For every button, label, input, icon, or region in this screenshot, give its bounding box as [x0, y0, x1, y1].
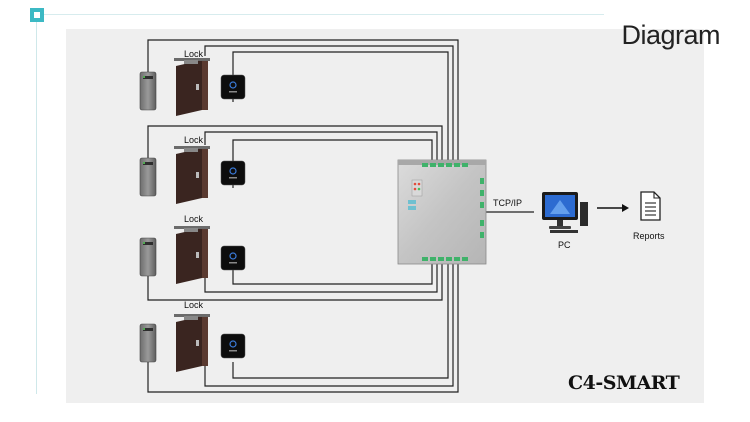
card-reader-icon — [139, 71, 157, 111]
card-reader-icon — [139, 237, 157, 277]
exit-button-icon — [220, 160, 246, 186]
arrow-right-icon — [597, 204, 629, 212]
lock-label: Lock — [184, 300, 204, 310]
door-icon — [174, 58, 210, 116]
report-icon — [640, 191, 661, 221]
diagram-title: Diagram — [621, 20, 720, 50]
exit-button-icon — [220, 245, 246, 271]
exit-button-icon — [220, 74, 246, 100]
connection-label: TCP/IP — [493, 198, 523, 208]
brand-label: C4-SMART — [568, 372, 680, 394]
divider-horizontal — [44, 14, 604, 15]
diagram-panel — [66, 29, 704, 403]
card-reader-icon — [139, 323, 157, 363]
pc-icon — [542, 192, 588, 233]
divider-vertical — [36, 22, 37, 394]
door-icon — [174, 314, 210, 372]
section-marker — [30, 8, 44, 22]
pc-label: PC — [558, 240, 571, 250]
door-icon — [174, 226, 210, 284]
card-reader-icon — [139, 157, 157, 197]
controller-icon — [397, 159, 487, 265]
lock-label: Lock — [184, 135, 204, 145]
exit-button-icon — [220, 333, 246, 359]
wire-bundle — [147, 39, 534, 393]
reports-label: Reports — [633, 231, 665, 241]
lock-label: Lock — [184, 49, 204, 59]
lock-label: Lock — [184, 214, 204, 224]
door-icon — [174, 146, 210, 204]
